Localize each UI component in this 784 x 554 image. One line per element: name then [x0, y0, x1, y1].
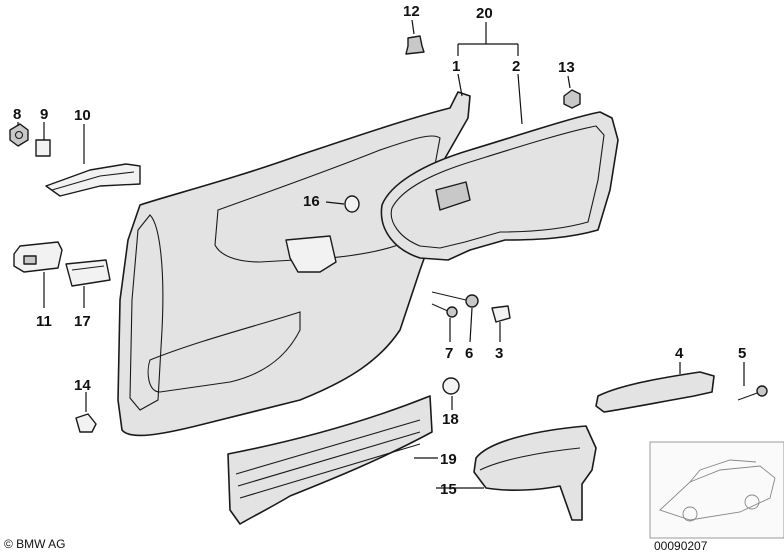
callout-10: 10 [74, 107, 91, 124]
cap-part-3 [491, 305, 511, 323]
clip-part-11 [13, 241, 63, 273]
map-pocket-part-19 [227, 395, 433, 525]
copyright-label: © BMW AG [4, 537, 66, 551]
inner-trim-shell [380, 111, 619, 261]
clip-part-17 [65, 259, 111, 287]
callout-4: 4 [675, 345, 684, 362]
screw-part-7 [431, 303, 458, 318]
leader-lines [17, 19, 745, 489]
screw-part-6 [431, 291, 479, 308]
cap-part-18 [442, 377, 460, 395]
callout-2: 2 [512, 58, 520, 75]
door-trim-panel [117, 91, 471, 437]
callout-1: 1 [452, 58, 460, 75]
diagram-id-label: 00090207 [654, 539, 708, 553]
callout-20: 20 [476, 5, 493, 22]
screw-part-5 [737, 385, 768, 401]
bracket-part-10 [45, 163, 141, 197]
callout-5: 5 [738, 345, 746, 362]
nut-part-8 [9, 123, 29, 147]
pull-handle-part-4 [595, 371, 715, 413]
vehicle-thumbnail [649, 441, 784, 539]
callout-8: 8 [13, 106, 21, 123]
callout-12: 12 [403, 3, 420, 20]
callout-16: 16 [303, 193, 320, 210]
callout-17: 17 [74, 313, 91, 330]
callout-11: 11 [36, 313, 52, 330]
callout-9: 9 [40, 106, 48, 123]
callout-3: 3 [495, 345, 503, 362]
callout-18: 18 [442, 411, 459, 428]
clip-part-16 [344, 195, 360, 213]
callout-6: 6 [465, 345, 473, 362]
callout-14: 14 [74, 377, 91, 394]
clip-part-9 [35, 139, 51, 157]
clip-part-12 [405, 35, 425, 55]
callout-7: 7 [445, 345, 453, 362]
push-pin-part-14 [75, 413, 97, 433]
grommet-part-13 [563, 89, 581, 109]
callout-labels: 12 20 1 2 13 8 9 10 16 11 17 7 6 3 4 5 1… [13, 3, 746, 498]
callout-13: 13 [558, 59, 575, 76]
callout-15: 15 [440, 481, 457, 498]
armrest-part-15 [473, 425, 597, 521]
callout-19: 19 [440, 451, 457, 468]
